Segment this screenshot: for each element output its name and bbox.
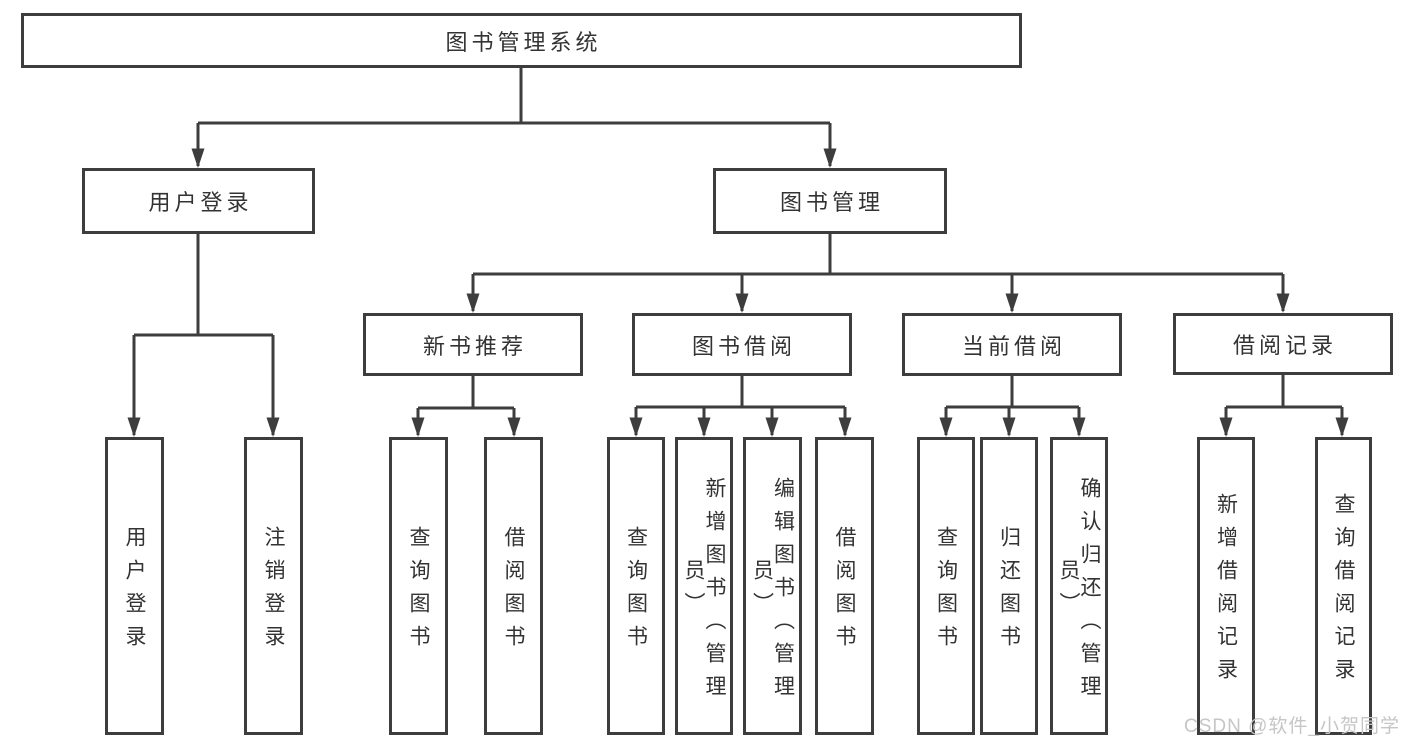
node-leaf-borrow-books-rec: 借阅图书 <box>484 437 543 735</box>
csdn-watermark: CSDN @软件_小贺同学 <box>1184 716 1400 737</box>
node-leaf-confirm-return-admin: 确认归还（管理员） <box>1050 437 1108 735</box>
node-leaf-borrow-books: 借阅图书 <box>815 437 874 735</box>
node-borrowing-records: 借阅记录 <box>1173 313 1393 375</box>
node-book-borrowing: 图书借阅 <box>632 313 852 376</box>
node-leaf-edit-books-admin: 编辑图书（管理员） <box>743 437 802 735</box>
node-leaf-add-borrow-record: 新增借阅记录 <box>1197 437 1255 735</box>
node-leaf-logout: 注销登录 <box>244 437 303 735</box>
node-library-management-system: 图书管理系统 <box>21 13 1022 68</box>
node-leaf-query-books-rec: 查询图书 <box>389 437 448 735</box>
tree-edges <box>132 68 1344 435</box>
arrowheads <box>127 148 1349 437</box>
node-user-login: 用户登录 <box>82 168 315 234</box>
node-leaf-query-books-current: 查询图书 <box>917 437 975 735</box>
node-leaf-query-books-borrow: 查询图书 <box>607 437 665 735</box>
node-leaf-add-books-admin: 新增图书（管理员） <box>675 437 733 735</box>
node-book-management: 图书管理 <box>713 168 947 234</box>
node-leaf-user-login: 用户登录 <box>105 437 164 735</box>
node-new-book-recommendation: 新书推荐 <box>363 313 583 376</box>
node-leaf-query-borrow-record: 查询借阅记录 <box>1315 437 1372 735</box>
node-current-borrowing: 当前借阅 <box>902 313 1122 376</box>
node-leaf-return-books: 归还图书 <box>980 437 1038 735</box>
